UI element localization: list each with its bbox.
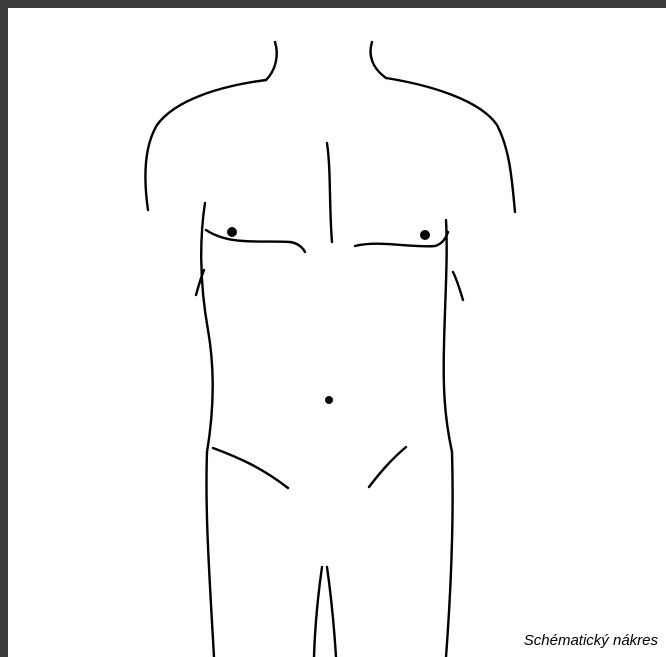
neck-right-line <box>371 42 386 78</box>
right-inguinal-line <box>369 447 406 487</box>
right-arm-edge <box>453 272 463 300</box>
right-torso-side <box>444 220 452 452</box>
right-shoulder-arm-outline <box>386 78 515 212</box>
right-inner-thigh <box>327 567 336 657</box>
left-inner-thigh <box>314 567 322 657</box>
left-pectoral-line <box>206 230 305 252</box>
left-inguinal-line <box>213 448 288 488</box>
right-leg-outer <box>446 452 453 657</box>
left-shoulder-arm-outline <box>145 80 266 210</box>
right-pectoral-line <box>355 232 448 246</box>
left-nipple-dot <box>227 227 237 237</box>
sternum-line <box>327 143 332 242</box>
caption-text: Schématický nákres <box>524 632 658 649</box>
right-nipple-dot <box>420 230 430 240</box>
left-leg-outer <box>206 452 214 657</box>
neck-left-line <box>266 42 277 80</box>
navel-dot <box>325 396 333 404</box>
left-torso-side <box>201 203 213 452</box>
